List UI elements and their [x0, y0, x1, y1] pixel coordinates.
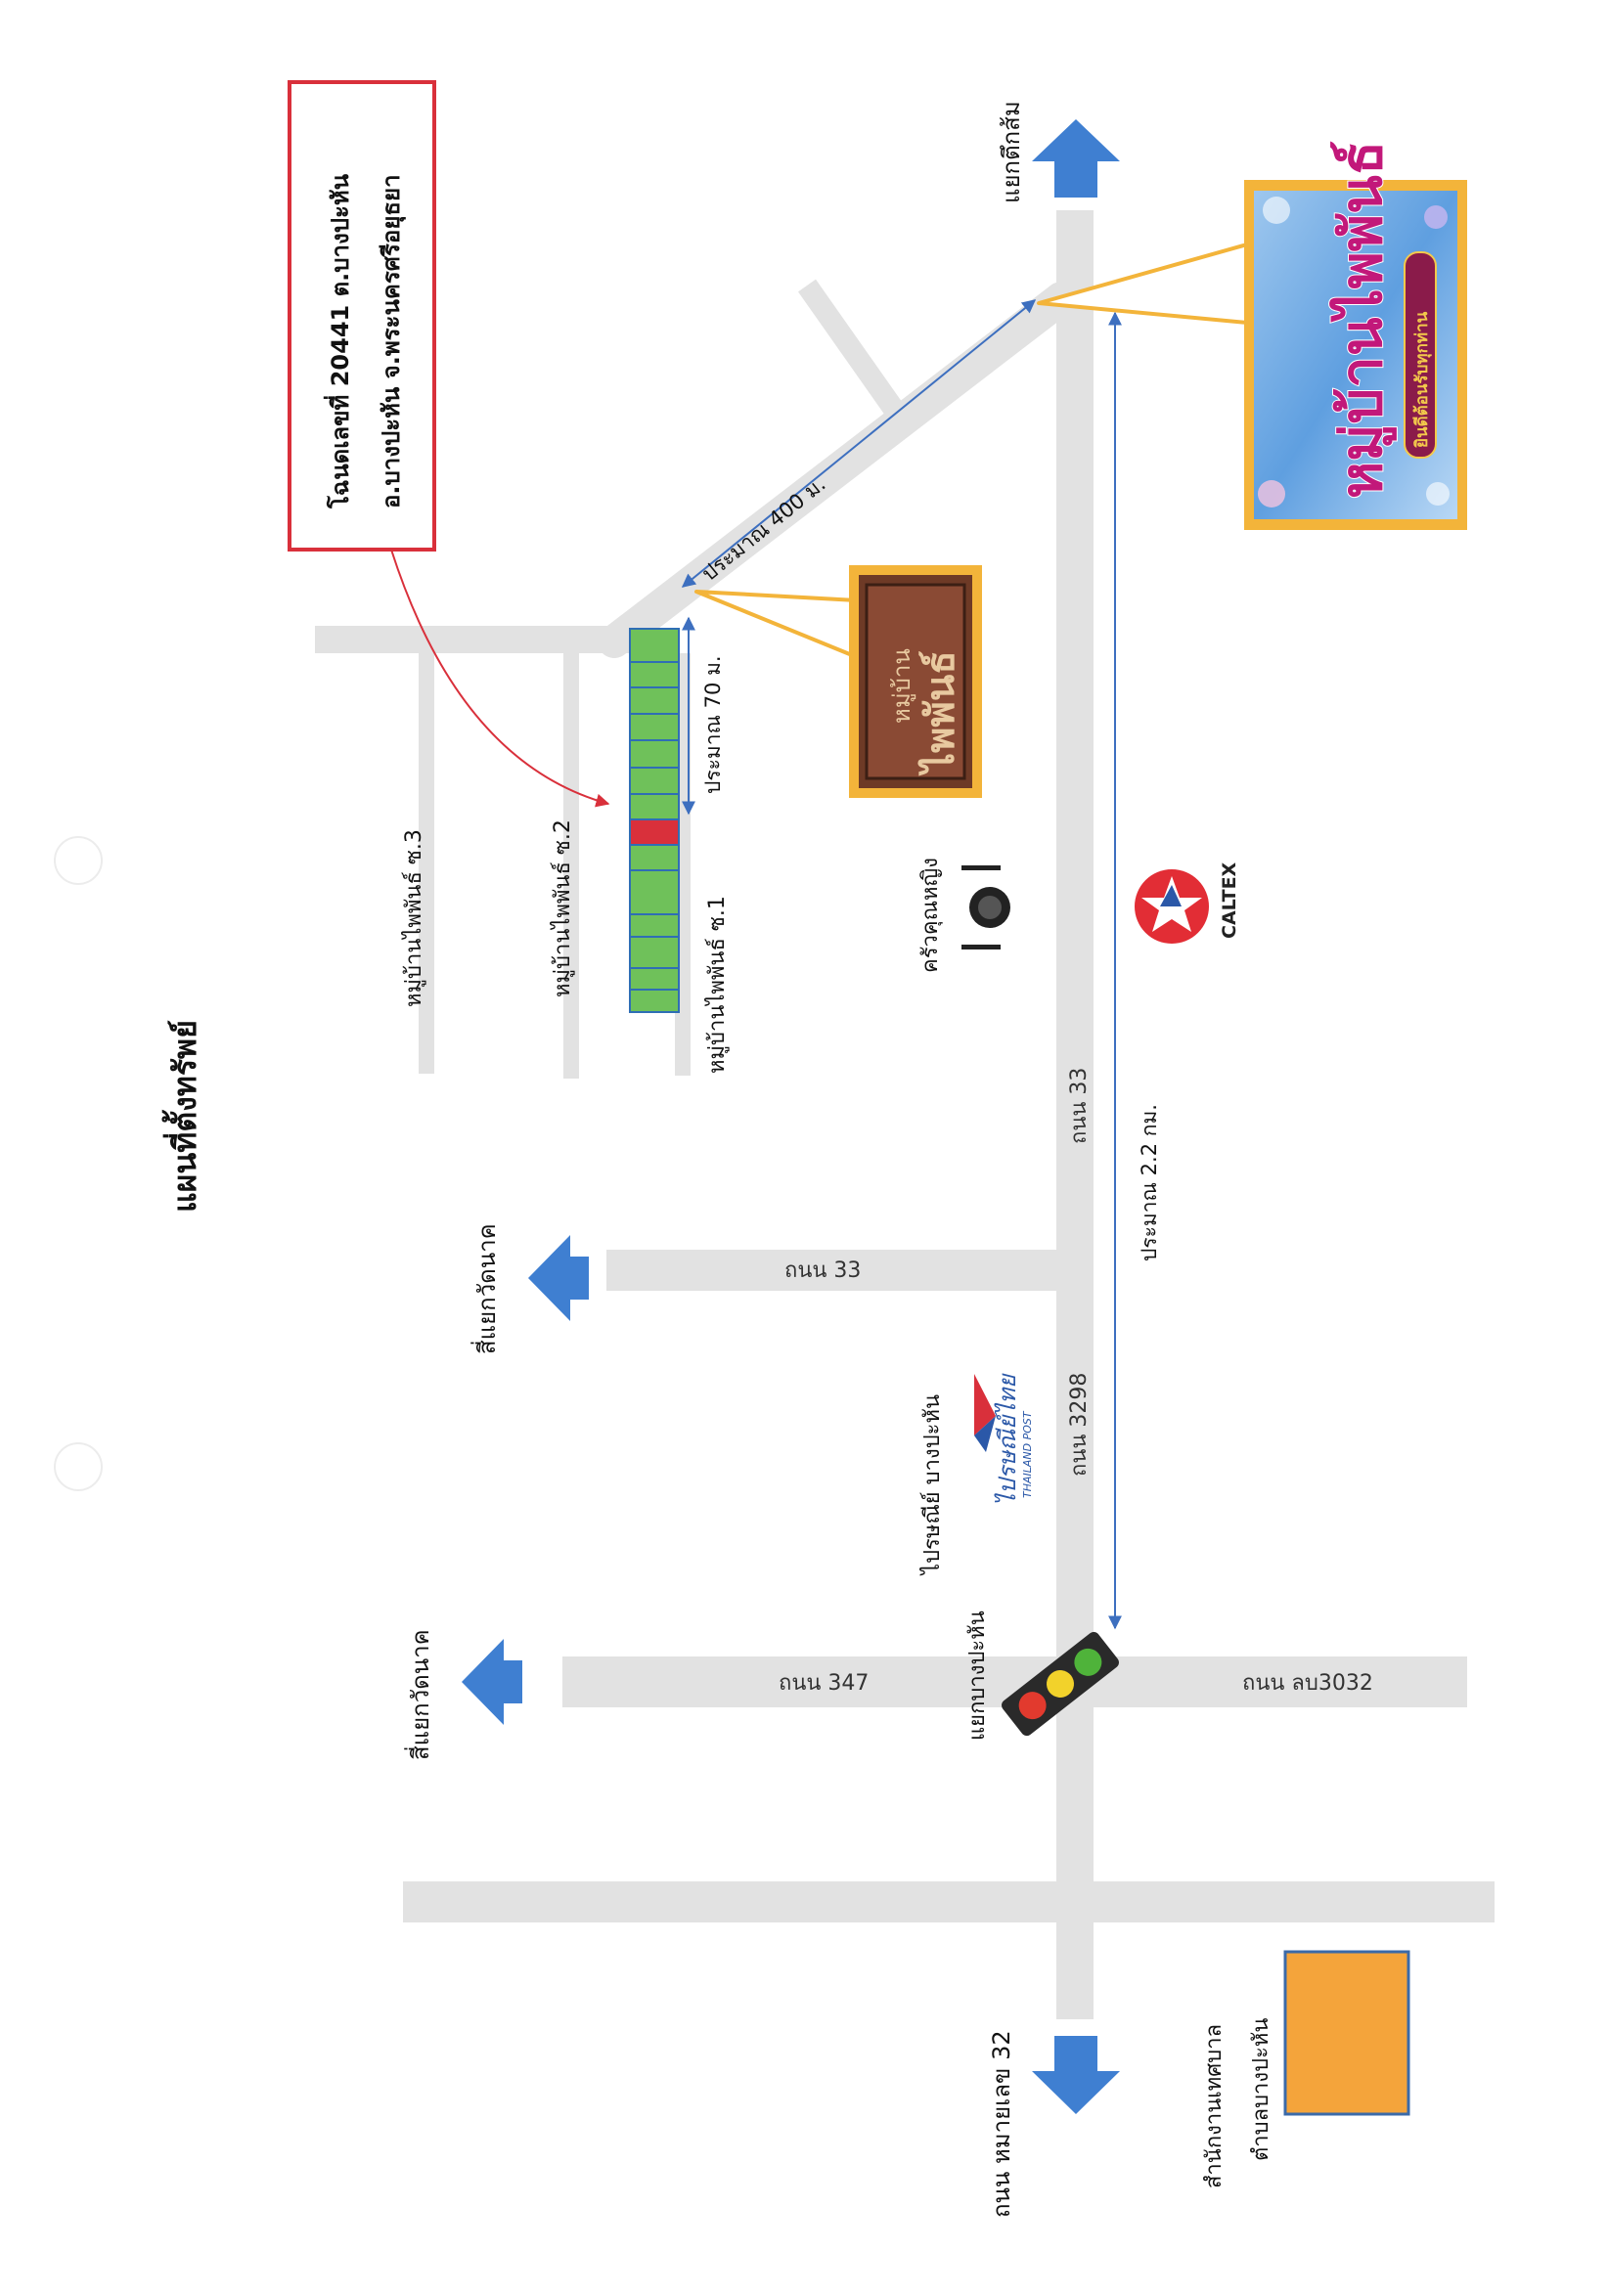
subject-plot [629, 818, 680, 846]
soi-3-label: หมู่บ้านไพพันธ์ ซ.3 [401, 829, 426, 1007]
land-plot [629, 967, 680, 991]
municipal-office-label-1: สำนักงานเทศบาล [1202, 2024, 1227, 2188]
land-plot [629, 739, 680, 769]
village-sign-callout: หมู่บ้านไพพันธ์ ยินดีต้อนรับทุกท่าน [1037, 140, 1467, 530]
wood-sign-line1: หมู่บ้าน [888, 648, 916, 724]
village-sign-subtitle-bar [1404, 251, 1437, 459]
post-logo-thai: ไปรษณีย์ไทย [994, 1373, 1021, 1506]
soi-2-label: หมู่บ้านไพพันธ์ ซ.2 [550, 819, 575, 997]
soi-2-lane [563, 653, 579, 1079]
land-plot [629, 661, 680, 688]
left-arrow-icon [462, 1639, 522, 1725]
main-road-vertical [1056, 210, 1094, 2019]
direction-label-left-lower: สี่แยกวัดนาค [404, 1629, 434, 1760]
wood-sign-line2: ไพพันธ์ [917, 650, 963, 776]
soi-1-label: หมู่บ้านไพพันธ์ ซ.1 [704, 896, 730, 1074]
flower-decoration [1258, 480, 1285, 508]
left-arrow-icon [528, 1235, 589, 1321]
green-light [1074, 1648, 1102, 1676]
road-label-33-branch: ถนน 33 [784, 1258, 861, 1283]
flower-decoration [1263, 197, 1290, 224]
red-light [1018, 1692, 1047, 1720]
distance-70m-label: ประมาณ 70 ม. [701, 655, 725, 794]
land-plot [629, 767, 680, 795]
punch-hole [54, 836, 103, 885]
direction-label-left-upper: สี่แยกวัดนาค [470, 1223, 501, 1354]
municipal-office-marker [1283, 1950, 1410, 2116]
village-sign-title: หมู่บ้านไพพันธ์ [1328, 141, 1397, 499]
road-label-33-vertical: ถนน 33 [1067, 1068, 1092, 1144]
road-lb3032-horizontal [1094, 1656, 1467, 1707]
land-plot [629, 686, 680, 715]
village-road-horizontal [315, 626, 630, 653]
caltex-label: CALTEX [1219, 861, 1240, 939]
soi-3-lane [419, 653, 434, 1074]
land-plot [629, 844, 680, 871]
wood-sign-callout: หมู่บ้าน ไพพันธ์ [694, 565, 982, 798]
diagonal-road [598, 282, 1078, 658]
deed-number-text: โฉนดเลขที่ 20441 ต.บางปะหัน [323, 173, 354, 509]
village-sign-subtitle: ยินดีต้อนรับทุกท่าน [1411, 311, 1432, 448]
punch-hole [54, 1442, 103, 1491]
distance-400m-label: ประมาณ 400 ม. [697, 472, 830, 586]
restaurant-label: ครัวคุณหญิง [918, 858, 943, 973]
post-office-label: ไปรษณีย์ บางปะหัน [919, 1394, 945, 1576]
land-plot [629, 913, 680, 938]
measurements [681, 299, 1122, 1630]
thailand-post-logo-icon: ไปรษณีย์ไทย THAILAND POST [974, 1373, 1034, 1506]
flower-decoration [1424, 205, 1448, 229]
traffic-light-icon [1002, 1631, 1119, 1737]
post-logo-en: THAILAND POST [1021, 1410, 1034, 1498]
deed-location-text: อ.บางปะหัน จ.พระนครศรีอยุธยา [378, 174, 407, 508]
land-plot [629, 628, 680, 663]
deed-callout-box [288, 80, 436, 552]
intersection-label: แยกบางปะหัน [965, 1611, 990, 1741]
side-lane [798, 279, 904, 418]
page-title: แผนที่ตั้งทรัพย์ [161, 1020, 203, 1213]
road-label-3298: ถนน 3298 [1067, 1373, 1092, 1477]
land-plot [629, 793, 680, 820]
road-label-347: ถนน 347 [779, 1671, 869, 1696]
up-arrow-icon [1032, 119, 1120, 198]
pointer-line [390, 549, 610, 808]
land-plot [629, 936, 680, 969]
callout-pointer [694, 590, 859, 659]
plot-row [629, 628, 680, 1013]
yellow-light [1047, 1670, 1074, 1698]
direction-arrows [462, 119, 1120, 2114]
distance-2-2km-label: ประมาณ 2.2 กม. [1138, 1104, 1161, 1261]
direction-label-bottom: ถนน หมายเลข 32 [988, 2030, 1015, 2218]
municipal-office-label-2: ตำบลบางปะหัน [1249, 2018, 1273, 2161]
wood-sign-panel [865, 583, 966, 780]
land-plot [629, 869, 680, 915]
land-plot [629, 713, 680, 741]
land-plot [629, 989, 680, 1013]
road-bottom-horizontal [403, 1881, 1495, 1922]
down-arrow-icon [1032, 2036, 1120, 2114]
road-33-horizontal [606, 1250, 1076, 1291]
road-347-horizontal [562, 1656, 1076, 1707]
road-label-lb3032: ถนน ลบ3032 [1242, 1671, 1373, 1696]
caltex-logo-icon: CALTEX [1135, 861, 1240, 944]
direction-label-top: แยกตึกส้ม [998, 101, 1025, 203]
restaurant-icon [961, 865, 1010, 949]
flower-decoration [1426, 482, 1450, 506]
distance-400m-line [681, 299, 1037, 588]
deed-callout: โฉนดเลขที่ 20441 ต.บางปะหัน อ.บางปะหัน จ… [288, 80, 610, 808]
